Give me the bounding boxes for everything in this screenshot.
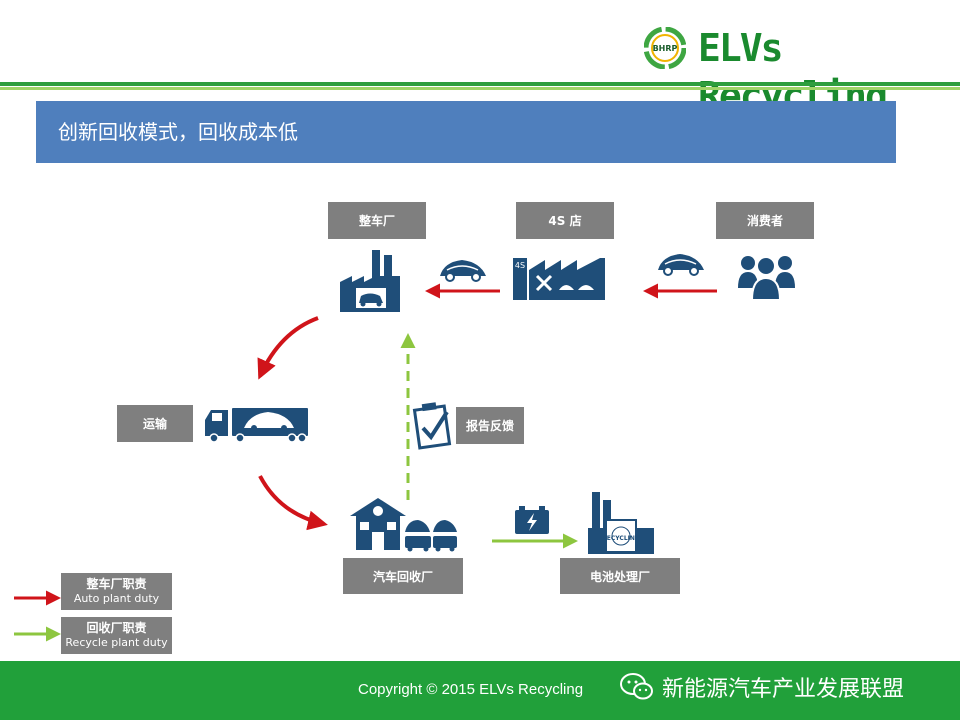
arrow-oem-to-transport — [257, 316, 319, 380]
node-transport: 运输 — [117, 405, 193, 442]
node-dealer: 4S 店 — [516, 202, 614, 239]
logo-badge-text: BHRP — [653, 44, 678, 53]
car-icon — [658, 254, 704, 276]
battery-icon — [515, 506, 549, 534]
truck-icon — [205, 408, 308, 443]
arrow-transport-to-recycler — [258, 475, 328, 531]
consumers-icon — [738, 256, 795, 301]
legend-recycle-plant-title: 回收厂职责 — [86, 621, 147, 635]
car-icon — [440, 260, 486, 282]
title-bar: 创新回收模式，回收成本低 — [36, 101, 896, 163]
header-divider-green — [0, 82, 960, 86]
battery-plant-icon: RECYCLING — [588, 492, 654, 554]
node-consumer: 消费者 — [716, 202, 814, 239]
node-oem: 整车厂 — [328, 202, 426, 239]
recycling-logo-icon: BHRP — [644, 27, 686, 69]
node-battery: 电池处理厂 — [560, 558, 680, 594]
dealer-4s-icon: 4S — [513, 258, 605, 300]
wechat-account-name: 新能源汽车产业发展联盟 — [662, 677, 905, 702]
wechat-icon — [620, 673, 653, 700]
recycling-sign-text: RECYCLING — [602, 535, 640, 542]
car-factory-icon — [340, 250, 400, 312]
report-clipboard-icon — [412, 402, 452, 450]
recycling-plant-icon — [350, 498, 457, 552]
footer: Copyright © 2015 ELVs Recycling 新能源汽车产业发… — [0, 661, 960, 720]
legend-recycle-plant: 回收厂职责 Recycle plant duty — [61, 617, 172, 654]
copyright-text: Copyright © 2015 ELVs Recycling — [358, 681, 584, 698]
slide-title: 创新回收模式，回收成本低 — [58, 120, 298, 144]
header-divider-lime — [0, 87, 960, 90]
wechat-account: 新能源汽车产业发展联盟 — [620, 671, 904, 703]
node-report: 报告反馈 — [456, 407, 524, 444]
node-recycler: 汽车回收厂 — [343, 558, 463, 594]
legend-auto-plant: 整车厂职责 Auto plant duty — [61, 573, 172, 610]
dealer-sign-text: 4S — [515, 261, 525, 270]
legend-auto-plant-subtitle: Auto plant duty — [73, 592, 160, 605]
legend-recycle-plant-subtitle: Recycle plant duty — [65, 636, 168, 649]
legend-auto-plant-title: 整车厂职责 — [86, 577, 147, 591]
